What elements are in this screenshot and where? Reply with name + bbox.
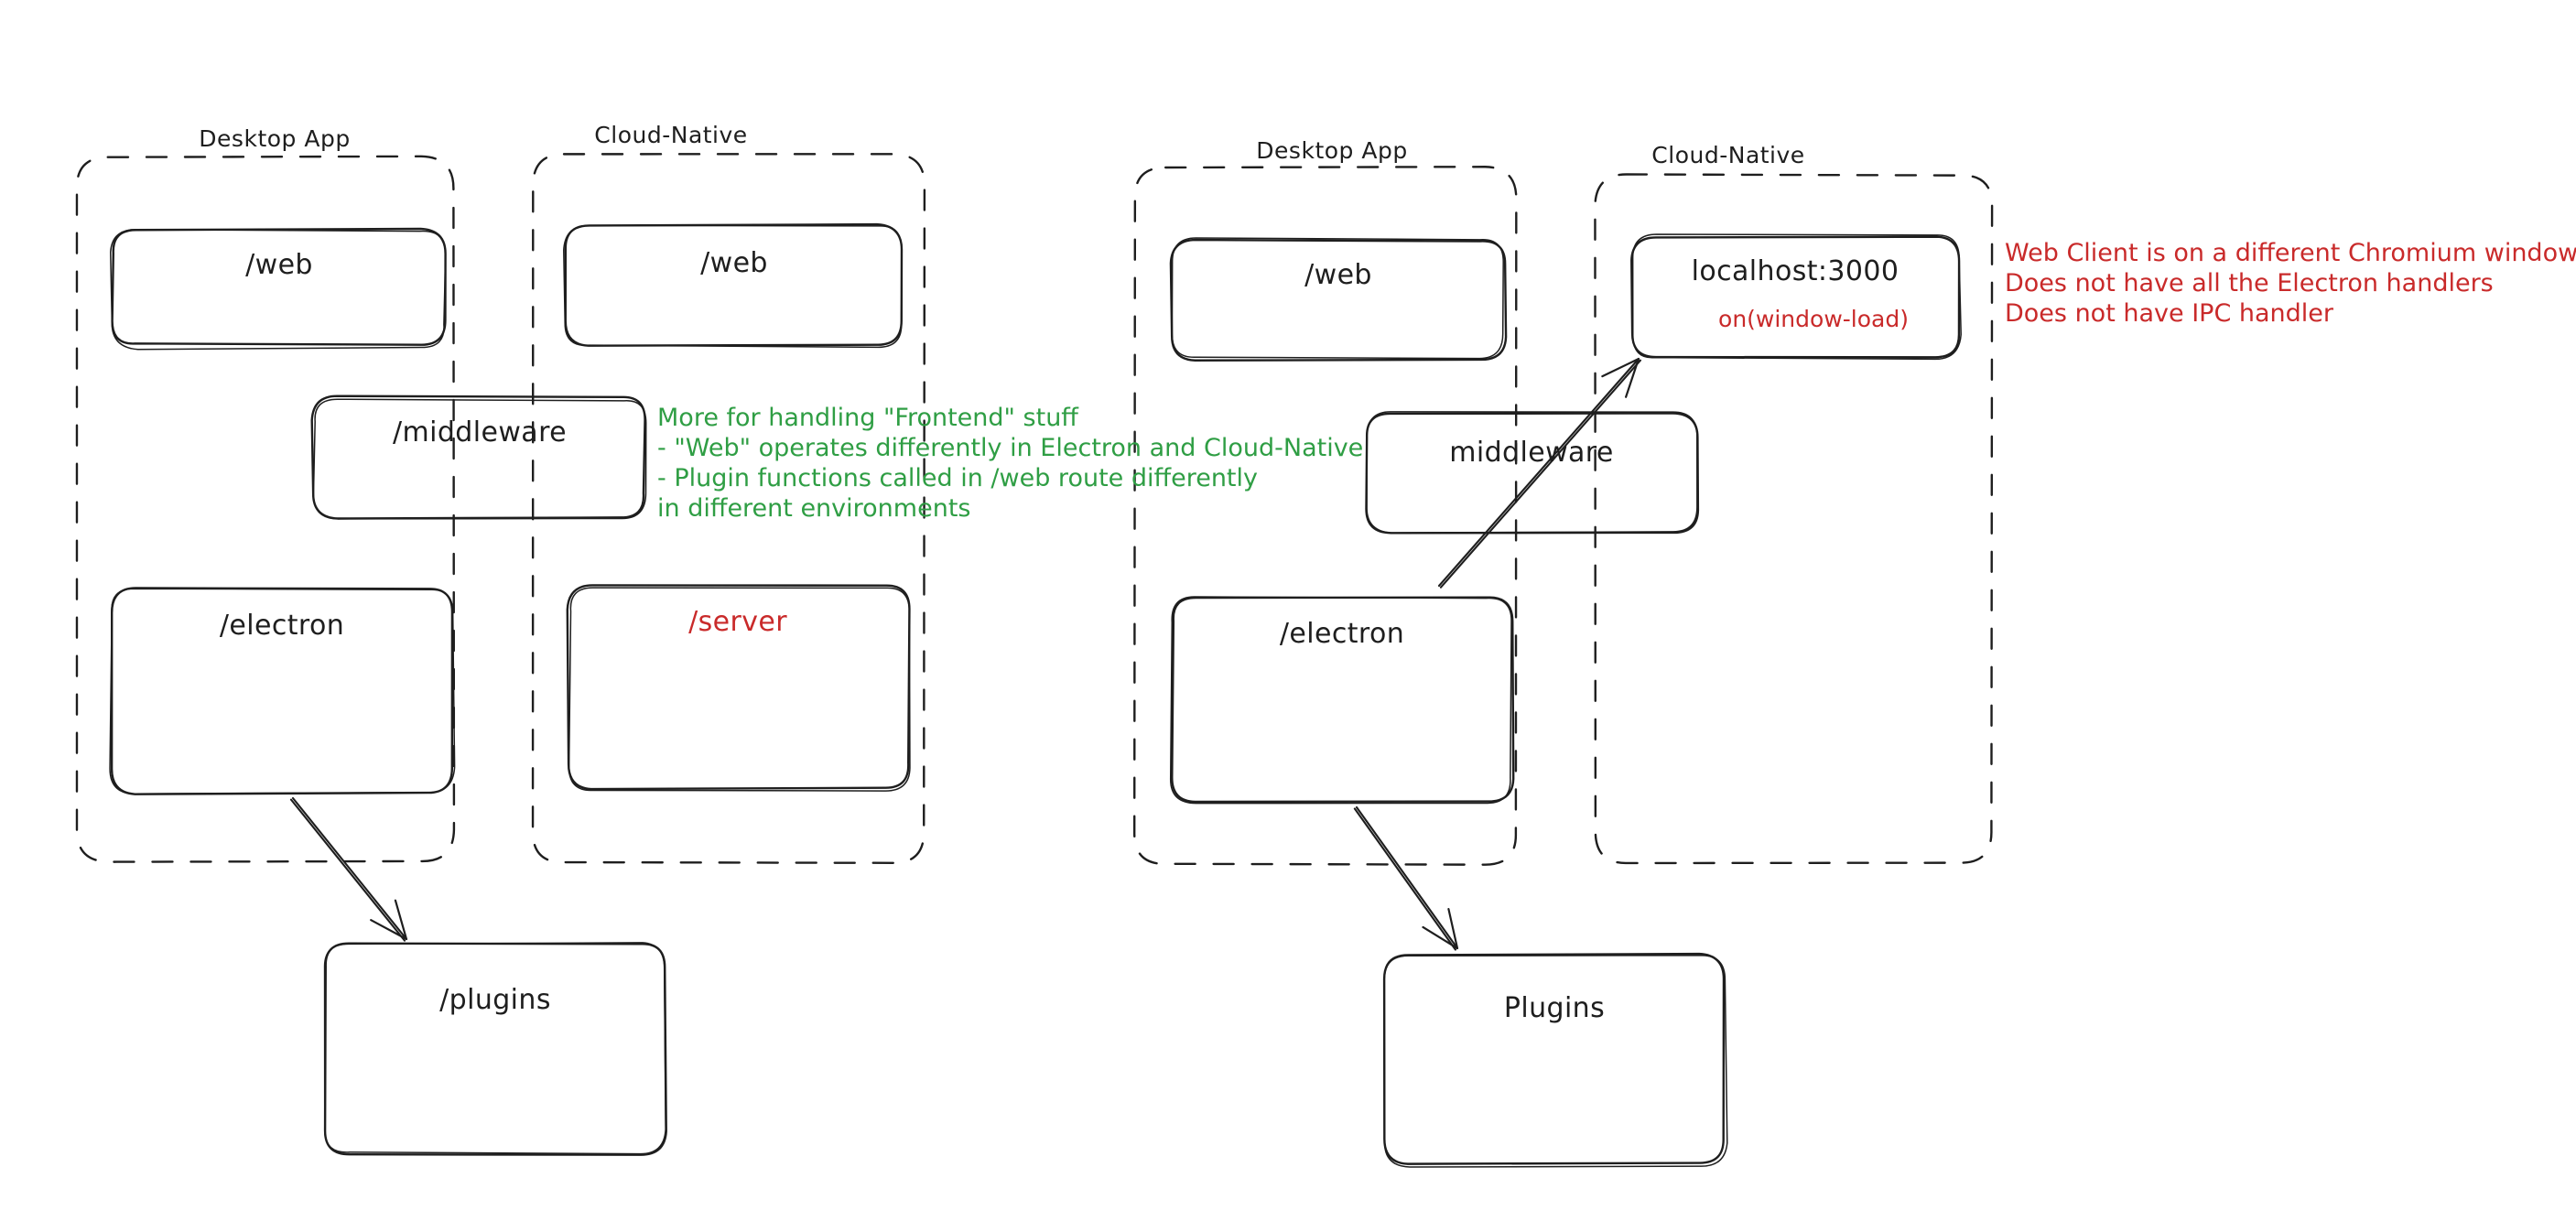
node-label-left-desktop-web: /web xyxy=(245,249,313,281)
node-box-right-desktop-web[interactable] xyxy=(1169,238,1508,362)
node-label-left-cloud-web: /web xyxy=(700,247,768,279)
node-box-outline-left-cloud-web xyxy=(563,224,903,349)
node-box-outline-left-plugins xyxy=(323,942,666,1155)
arrow-head-arrow-right-electron-to-plugins xyxy=(1422,907,1459,950)
cluster-label-left-cloud-native: Cloud-Native xyxy=(594,122,748,148)
cluster-label-left-desktop-app: Desktop App xyxy=(199,125,351,152)
node-box-outline-right-middleware xyxy=(1366,411,1698,534)
cluster-label-right-desktop-app: Desktop App xyxy=(1256,137,1408,164)
arrow-line-arrow-right-electron-to-localhost xyxy=(1437,357,1640,588)
arrow-line-arrow-left-electron-to-plugins xyxy=(289,798,406,942)
arrow-line-arrow-right-electron-to-localhost xyxy=(1439,359,1641,589)
node-box-left-plugins[interactable] xyxy=(323,942,667,1156)
node-box-outline-right-desktop-web xyxy=(1171,237,1504,360)
node-label-left-middleware: /middleware xyxy=(393,416,567,448)
arrow-line-arrow-left-electron-to-plugins xyxy=(291,796,408,941)
node-box-outline-left-desktop-web xyxy=(109,229,447,351)
sub-label-on-window-load: on(window-load) xyxy=(1718,306,1909,332)
node-box-outline-right-localhost xyxy=(1631,233,1962,361)
arrow-head-arrow-left-electron-to-plugins xyxy=(370,899,408,941)
node-label-right-electron: /electron xyxy=(1279,618,1405,650)
arrow-line-arrow-right-electron-to-plugins xyxy=(1353,807,1456,951)
annotation-red-note: Web Client is on a different Chromium wi… xyxy=(2005,239,2576,328)
arrow-head-arrow-right-electron-to-localhost xyxy=(1601,357,1640,398)
node-box-right-middleware[interactable] xyxy=(1365,412,1700,535)
cluster-label-right-cloud-native: Cloud-Native xyxy=(1651,142,1805,168)
node-box-outline-right-plugins xyxy=(1383,955,1728,1168)
node-label-left-server: /server xyxy=(688,606,787,638)
node-label-left-electron: /electron xyxy=(219,610,345,642)
node-label-right-desktop-web: /web xyxy=(1304,259,1372,291)
annotation-green-note: More for handling "Frontend" stuff - "We… xyxy=(657,404,1364,523)
node-label-right-plugins: Plugins xyxy=(1503,992,1606,1024)
node-label-right-localhost: localhost:3000 xyxy=(1691,255,1900,287)
arrow-line-arrow-right-electron-to-plugins xyxy=(1355,805,1459,950)
node-label-left-plugins: /plugins xyxy=(439,984,551,1016)
node-label-right-middleware: middleware xyxy=(1449,437,1614,469)
node-box-left-desktop-web[interactable] xyxy=(111,227,447,346)
node-box-left-middleware[interactable] xyxy=(310,394,646,520)
node-box-left-cloud-web[interactable] xyxy=(564,222,904,347)
node-box-right-plugins[interactable] xyxy=(1382,952,1726,1165)
